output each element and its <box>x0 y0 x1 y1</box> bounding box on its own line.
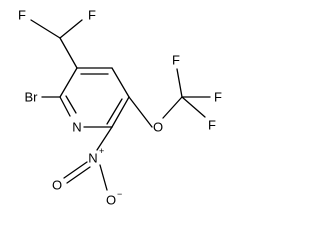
bond-c3-chf2 <box>59 37 78 69</box>
bond-o-cf3 <box>162 96 183 119</box>
bond-n1-c2-inner <box>65 95 77 114</box>
atom-labels: Br N F F O F F F N + O O − <box>18 8 222 208</box>
atom-f-cf3-bottom: F <box>208 118 216 133</box>
atom-o-nitro-double: O <box>52 178 62 193</box>
atom-f-cf3-top: F <box>172 53 180 68</box>
charge-o-nitro: − <box>117 189 122 199</box>
bond-c4-c5 <box>111 67 130 98</box>
atom-f-top-left: F <box>18 8 26 23</box>
atom-n-nitro: N <box>88 151 97 166</box>
bond-chf2-f-left <box>30 19 61 39</box>
charge-n-nitro: + <box>99 146 104 156</box>
substituent-bonds <box>30 19 211 191</box>
atom-n-ring: N <box>72 120 81 135</box>
bond-c2-c3 <box>59 67 78 98</box>
bond-n-nitro-o-double <box>63 161 88 179</box>
bond-c5-c6-inner <box>106 98 123 125</box>
bond-n1-c2 <box>59 96 71 117</box>
bond-n-nitro-o-double-2 <box>66 166 91 184</box>
bond-cf3-f-bottom <box>181 96 206 118</box>
bond-n-nitro-o-single <box>99 164 108 191</box>
bond-c6-n-nitro <box>96 126 113 151</box>
pyridine-ring <box>59 67 130 128</box>
bond-c5-o-ether <box>128 96 153 128</box>
atom-o-nitro-single: O <box>106 193 116 208</box>
atom-br: Br <box>25 90 39 105</box>
bond-c5-c6 <box>111 96 130 128</box>
atom-o-ether: O <box>153 120 163 135</box>
atom-f-top-right: F <box>88 8 96 23</box>
bond-chf2-f-right <box>59 19 83 39</box>
atom-f-cf3-right: F <box>214 90 222 105</box>
bond-cf3-f-top <box>176 68 183 98</box>
molecule-diagram: Br N F F O F F F N + O O − <box>18 8 222 208</box>
